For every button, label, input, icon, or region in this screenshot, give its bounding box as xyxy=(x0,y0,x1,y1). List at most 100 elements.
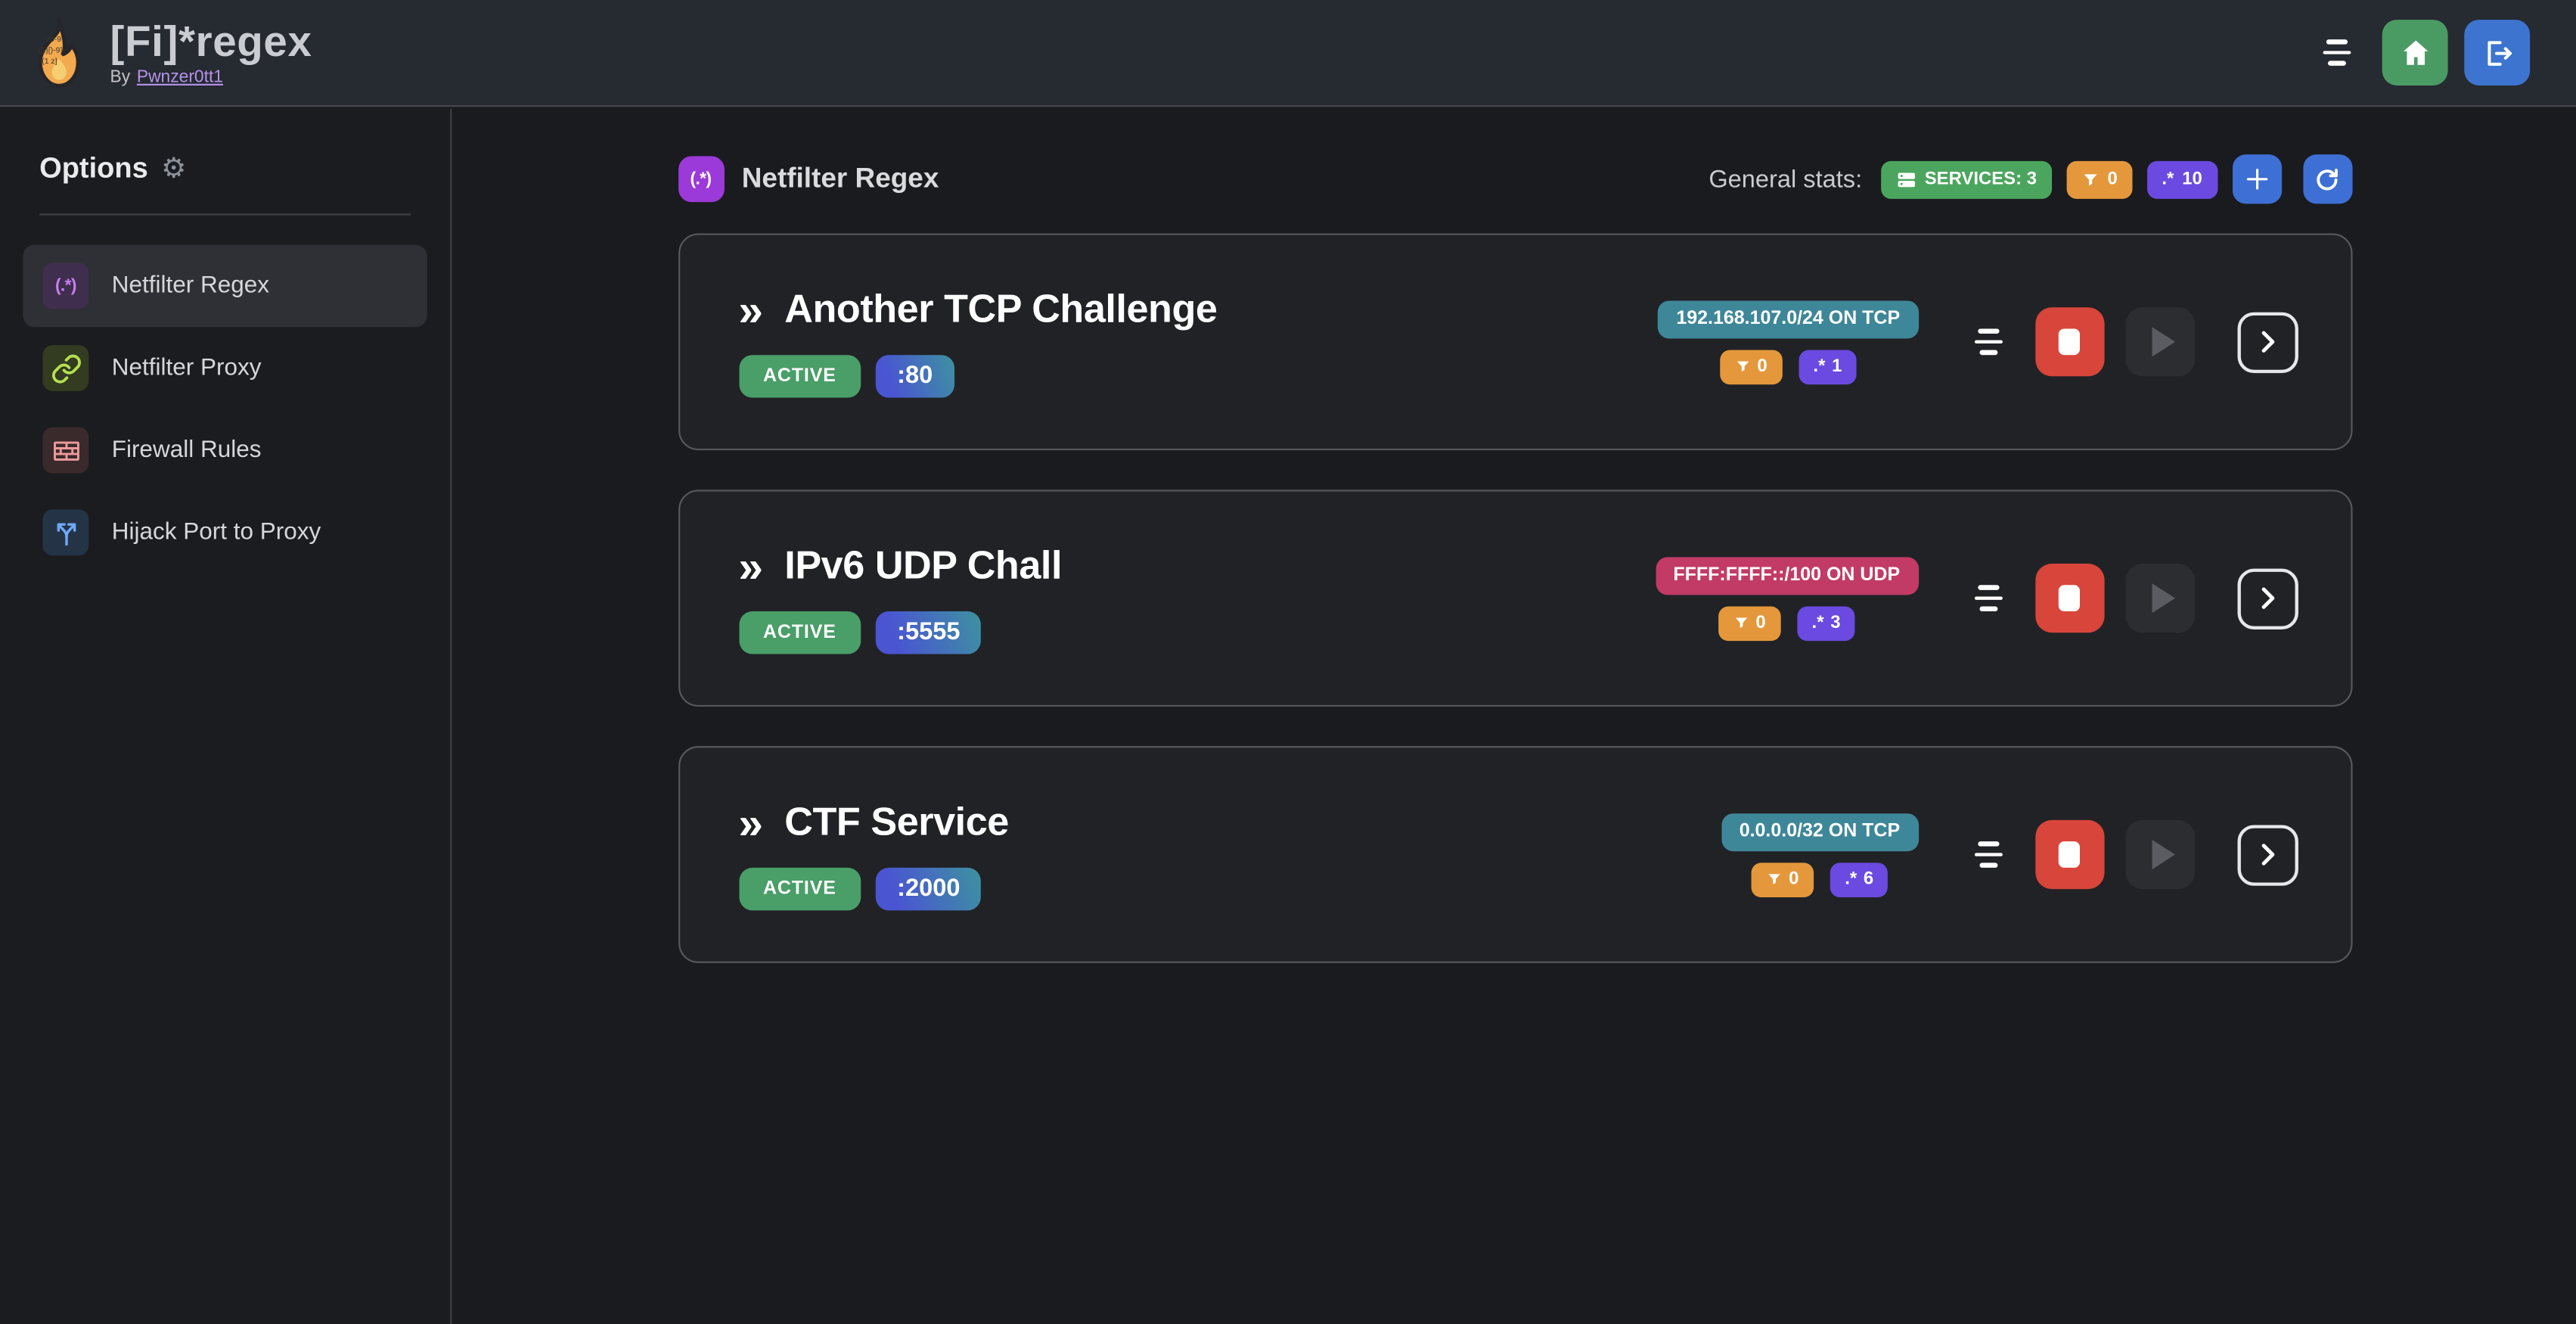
filters-mini-badge: 0 xyxy=(1751,862,1814,897)
funnel-icon xyxy=(1735,617,1747,629)
sidebar-divider xyxy=(39,213,411,216)
service-name: Another TCP Challenge xyxy=(784,287,1218,331)
target-info: 192.168.107.0/24 ON TCP 0 .* 1 xyxy=(1658,300,1919,384)
stop-icon xyxy=(2058,841,2080,868)
sidebar-item-netfilter-proxy[interactable]: Netfilter Proxy xyxy=(23,327,427,409)
byline: By Pwnzer0tt1 xyxy=(110,67,312,86)
filters-count-badge: 0 xyxy=(2066,160,2133,198)
play-icon xyxy=(2151,327,2174,357)
gear-icon: ⚙ xyxy=(161,151,187,184)
add-service-button[interactable] xyxy=(2231,154,2282,204)
service-menu-icon[interactable] xyxy=(1973,841,2002,868)
top-bar: -z0-9 {1}[)-9] (1 z] [Fi]*regex By Pwnze… xyxy=(0,0,2576,107)
play-button-disabled[interactable] xyxy=(2124,564,2194,633)
funnel-icon xyxy=(1736,361,1749,372)
server-icon xyxy=(1897,172,1914,187)
play-icon xyxy=(2151,839,2174,870)
stats-label: General stats: xyxy=(1709,165,1863,194)
service-name: IPv6 UDP Chall xyxy=(784,542,1063,588)
flame-logo-icon: -z0-9 {1}[)-9] (1 z] xyxy=(38,17,80,88)
status-badge: ACTIVE xyxy=(738,354,861,397)
link-icon xyxy=(42,345,89,391)
services-count-badge: SERVICES: 3 xyxy=(1880,160,2052,198)
sidebar-item-label: Firewall Rules xyxy=(111,437,262,464)
service-card: » Another TCP Challenge ACTIVE :80 192.1… xyxy=(678,233,2352,451)
target-info: FFFF:FFFF::/100 ON UDP 0 .* 3 xyxy=(1655,556,1919,641)
funnel-icon xyxy=(2084,173,2097,185)
stop-icon xyxy=(2058,328,2080,356)
service-menu-icon[interactable] xyxy=(1973,585,2002,611)
status-badge: ACTIVE xyxy=(738,610,861,654)
double-chevron-icon: » xyxy=(738,284,764,335)
sidebar-item-firewall-rules[interactable]: Firewall Rules xyxy=(23,409,427,492)
plus-icon xyxy=(2245,169,2267,190)
target-badge: 192.168.107.0/24 ON TCP xyxy=(1658,300,1919,338)
service-info: » Another TCP Challenge ACTIVE :80 xyxy=(738,287,1658,397)
filters-mini-badge: 0 xyxy=(1719,349,1783,384)
sidebar-heading: Options ⚙ xyxy=(39,151,411,186)
sidebar: Options ⚙ (.*) Netfilter Regex Netfilter… xyxy=(0,108,452,1324)
target-badge: FFFF:FFFF::/100 ON UDP xyxy=(1655,556,1919,595)
regex-mini-badge: .* 6 xyxy=(1830,862,1889,897)
chevron-right-icon xyxy=(2261,587,2275,609)
double-chevron-icon: » xyxy=(738,541,764,591)
app-title-block: [Fi]*regex By Pwnzer0tt1 xyxy=(110,18,312,86)
regex-glyph: .* xyxy=(2162,169,2174,189)
section-title: Netfilter Regex xyxy=(741,163,939,194)
svg-text:{1}[)-9]: {1}[)-9] xyxy=(39,47,62,55)
play-icon xyxy=(2151,583,2174,614)
regex-glyph: .* xyxy=(1845,869,1858,890)
funnel-icon xyxy=(1768,874,1780,884)
port-badge: :2000 xyxy=(875,866,982,910)
stop-icon xyxy=(2058,585,2080,612)
svg-text:(1 z]: (1 z] xyxy=(42,57,57,66)
home-button[interactable] xyxy=(2382,20,2448,85)
target-badge: 0.0.0.0/32 ON TCP xyxy=(1721,813,1919,851)
byline-prefix: By xyxy=(110,66,131,87)
stop-button[interactable] xyxy=(2034,819,2104,890)
menu-icon[interactable] xyxy=(2323,39,2351,66)
service-info: » IPv6 UDP Chall ACTIVE :5555 xyxy=(738,543,1655,654)
play-button-disabled[interactable] xyxy=(2124,307,2194,377)
author-link[interactable]: Pwnzer0tt1 xyxy=(136,66,223,87)
play-button-disabled[interactable] xyxy=(2124,819,2194,890)
refresh-button[interactable] xyxy=(2302,154,2352,204)
regex-icon: (.*) xyxy=(42,263,89,309)
svg-text:-z0-9: -z0-9 xyxy=(43,36,61,44)
regex-mini-badge: .* 1 xyxy=(1798,349,1858,384)
regex-glyph: .* xyxy=(1811,613,1824,633)
sidebar-item-hijack-port[interactable]: Hijack Port to Proxy xyxy=(23,491,427,573)
open-service-button[interactable] xyxy=(2236,824,2298,885)
regex-glyph: .* xyxy=(1813,356,1826,377)
stop-button[interactable] xyxy=(2034,564,2104,633)
stop-button[interactable] xyxy=(2034,307,2104,377)
port-badge: :5555 xyxy=(875,610,982,654)
open-service-button[interactable] xyxy=(2236,311,2298,373)
logout-icon xyxy=(2487,40,2511,65)
filters-mini-badge: 0 xyxy=(1718,605,1781,641)
section-header: (.*) Netfilter Regex General stats: SERV… xyxy=(678,154,2352,204)
service-cards: » Another TCP Challenge ACTIVE :80 192.1… xyxy=(678,233,2352,963)
home-icon xyxy=(2402,39,2428,64)
sidebar-item-netfilter-regex[interactable]: (.*) Netfilter Regex xyxy=(23,244,427,328)
sidebar-item-label: Netfilter Regex xyxy=(111,272,270,300)
open-service-button[interactable] xyxy=(2236,567,2298,629)
service-name: CTF Service xyxy=(784,799,1009,844)
sidebar-list: (.*) Netfilter Regex Netfilter Proxy xyxy=(23,244,427,573)
service-menu-icon[interactable] xyxy=(1973,328,2002,355)
regex-count-badge: .* 10 xyxy=(2146,160,2218,198)
service-card: » CTF Service ACTIVE :2000 0.0.0.0/32 ON… xyxy=(678,746,2352,963)
chevron-right-icon xyxy=(2261,331,2275,353)
logout-button[interactable] xyxy=(2464,20,2531,85)
main-area: (.*) Netfilter Regex General stats: SERV… xyxy=(453,108,2576,1324)
port-badge: :80 xyxy=(875,354,954,397)
service-card: » IPv6 UDP Chall ACTIVE :5555 FFFF:FFFF:… xyxy=(678,490,2352,707)
service-info: » CTF Service ACTIVE :2000 xyxy=(738,800,1721,910)
section-regex-icon: (.*) xyxy=(678,156,724,203)
brick-wall-icon xyxy=(42,427,89,474)
sidebar-item-label: Hijack Port to Proxy xyxy=(111,519,321,546)
status-badge: ACTIVE xyxy=(738,866,861,910)
regex-mini-badge: .* 3 xyxy=(1797,605,1856,641)
refresh-icon xyxy=(2317,167,2338,190)
